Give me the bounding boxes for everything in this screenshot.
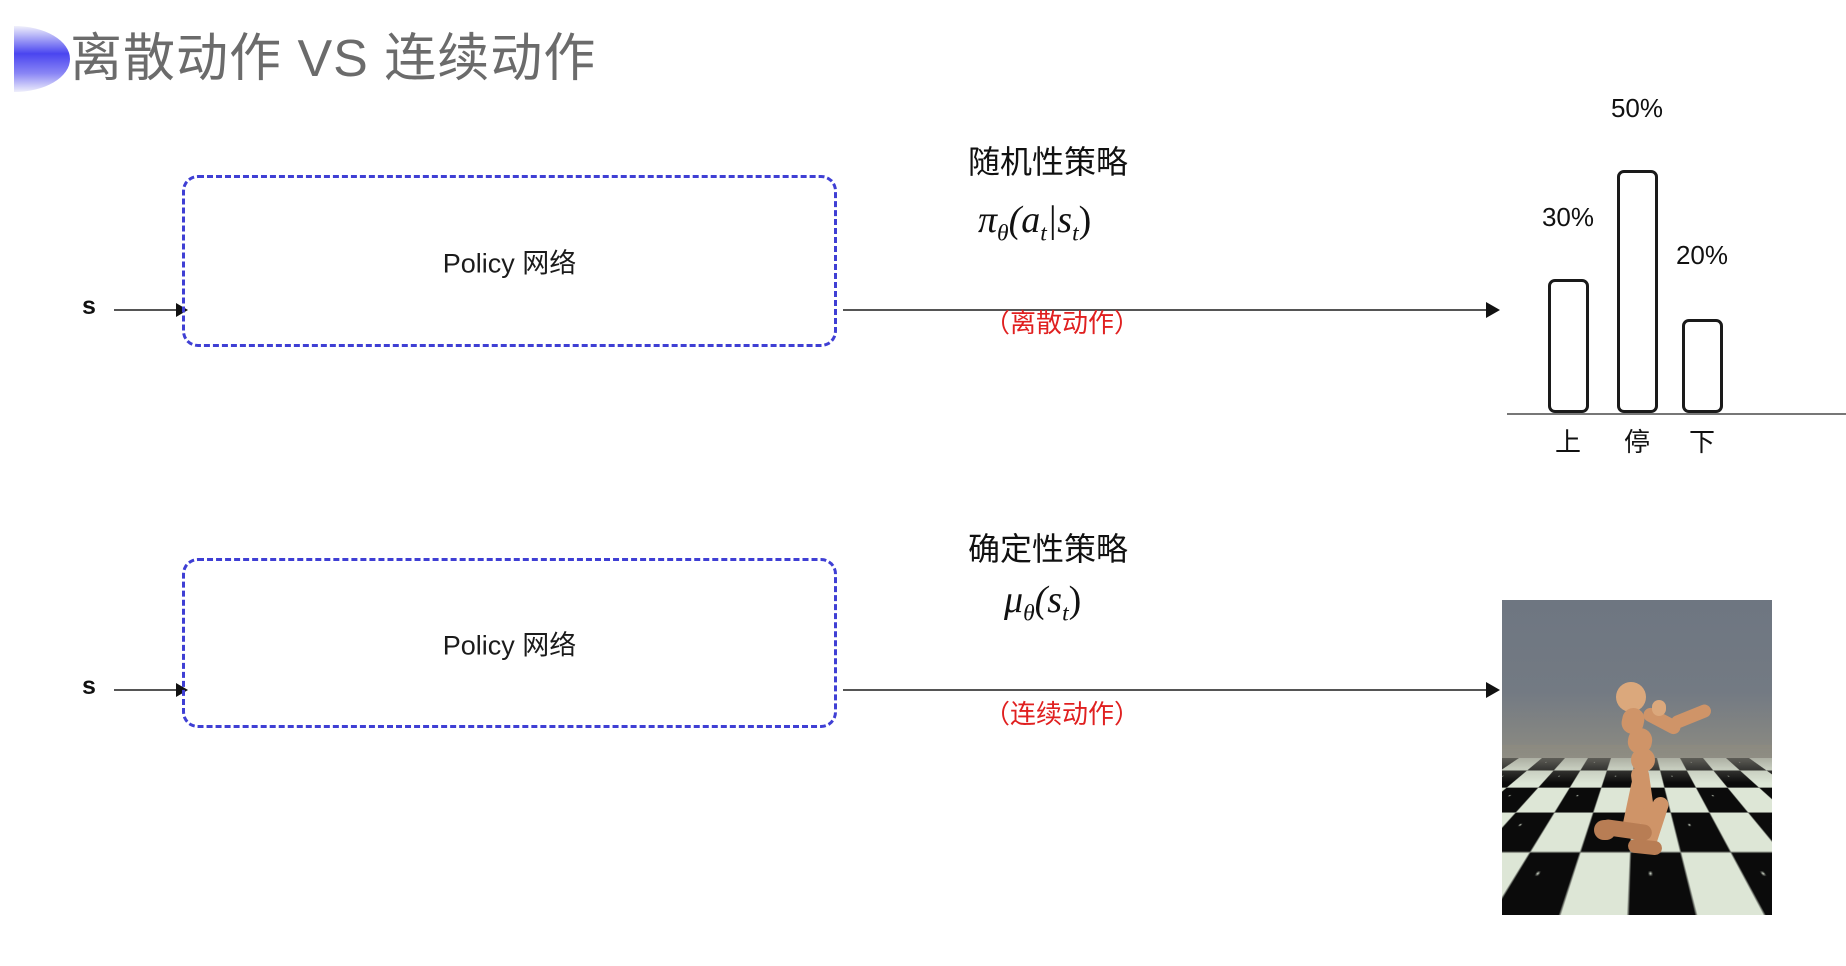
page-title: 离散动作 VS 连续动作 xyxy=(70,30,597,88)
policy-network-label-continuous: Policy 网络 xyxy=(442,630,577,661)
humanoid-foot-front xyxy=(1627,838,1663,856)
policy-network-box-continuous[interactable]: Policy 网络 xyxy=(182,558,837,728)
deterministic-policy-title: 确定性策略 xyxy=(968,531,1129,567)
bar-value-stop: 50% xyxy=(1610,93,1664,123)
title-decor-shape xyxy=(14,26,70,92)
policy-output-arrow-continuous xyxy=(843,689,1498,691)
bar-category-stop: 停 xyxy=(1623,427,1650,457)
humanoid-figure xyxy=(1502,600,1772,915)
formula-mu-symbol: μ xyxy=(1004,579,1024,621)
policy-network-box-discrete[interactable]: Policy 网络 xyxy=(182,175,837,347)
bar-category-down: 下 xyxy=(1688,427,1715,457)
discrete-action-note: （离散动作） xyxy=(984,308,1141,338)
state-arrow-continuous xyxy=(114,689,186,691)
humanoid-hand xyxy=(1652,700,1666,716)
humanoid-foot-back xyxy=(1594,820,1616,840)
formula-open-action: (a xyxy=(1008,199,1041,241)
bar-stop xyxy=(1617,170,1658,413)
bar-value-down: 20% xyxy=(1675,240,1729,270)
stochastic-policy-formula: πθ(at|st) xyxy=(978,198,1091,248)
state-input-label-discrete: s xyxy=(82,292,96,320)
chart-baseline-axis xyxy=(1507,413,1846,415)
continuous-action-note: （连续动作） xyxy=(984,699,1141,729)
action-probability-bar-chart: 30% 上 50% 停 20% 下 xyxy=(1507,93,1846,457)
policy-output-arrow-discrete xyxy=(843,309,1498,311)
bar-up xyxy=(1548,279,1589,413)
state-arrow-discrete xyxy=(114,309,186,311)
humanoid-simulation-image xyxy=(1502,600,1772,915)
formula-theta-subscript: θ xyxy=(997,220,1009,247)
formula-open-state: (s xyxy=(1034,579,1063,621)
formula-action-subscript: t xyxy=(1040,220,1047,247)
bar-value-up: 30% xyxy=(1541,202,1595,232)
formula-state-subscript: t xyxy=(1072,220,1079,247)
formula-close-paren-2: ) xyxy=(1068,579,1082,621)
bar-down xyxy=(1682,319,1723,413)
stochastic-policy-title: 随机性策略 xyxy=(968,144,1129,180)
deterministic-policy-formula: μθ(st) xyxy=(1004,578,1081,628)
bar-category-up: 上 xyxy=(1554,427,1581,457)
policy-network-label-discrete: Policy 网络 xyxy=(442,248,577,279)
formula-conditional-state: |s xyxy=(1046,199,1073,241)
humanoid-forearm xyxy=(1669,702,1713,731)
formula-pi-symbol: π xyxy=(978,199,998,241)
state-input-label-continuous: s xyxy=(82,672,96,700)
formula-state-subscript-2: t xyxy=(1062,600,1069,627)
formula-theta-subscript-2: θ xyxy=(1023,600,1035,627)
formula-close-paren: ) xyxy=(1078,199,1092,241)
